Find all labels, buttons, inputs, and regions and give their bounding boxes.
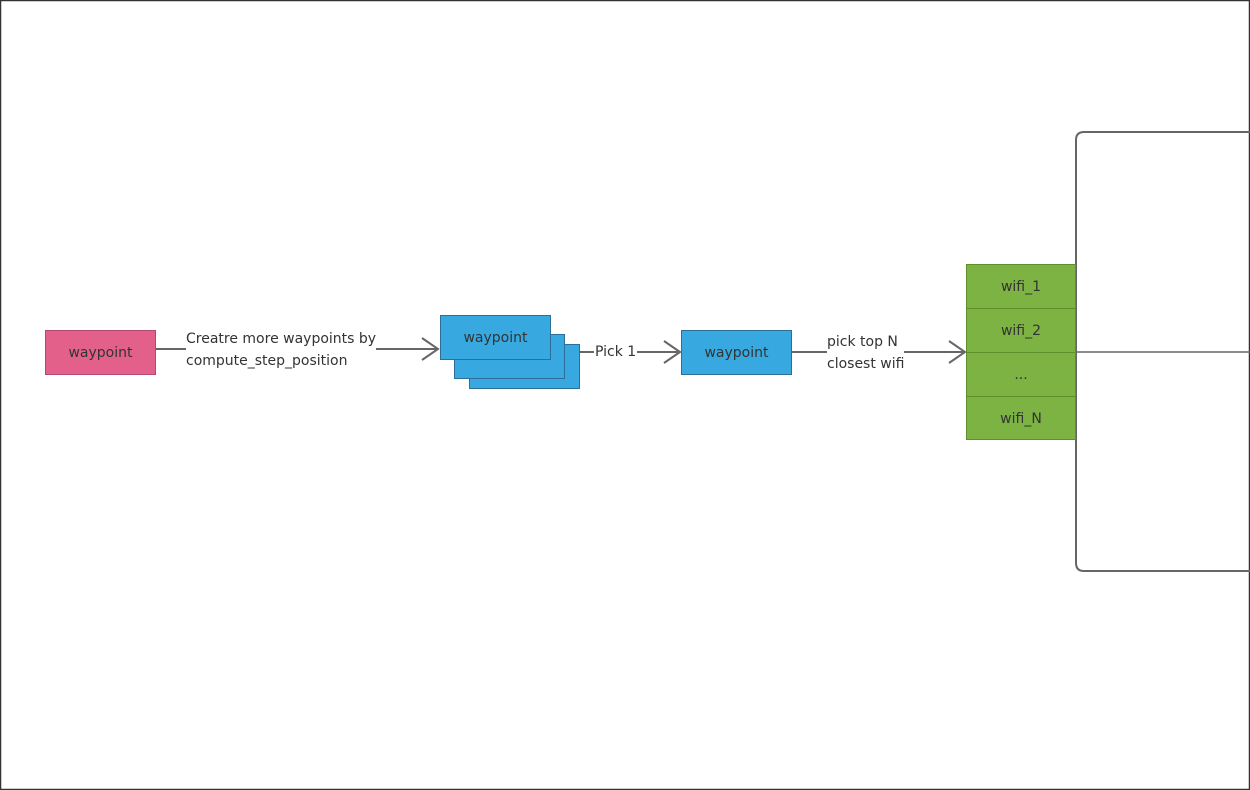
- wifi-list: wifi_1 wifi_2 ... wifi_N: [966, 264, 1076, 440]
- edge-create-arrowhead: [421, 337, 440, 361]
- wifi-item-ellipsis: ...: [967, 353, 1075, 397]
- wifi-item-1[interactable]: wifi_1: [967, 265, 1075, 309]
- edge-create-label-line2: compute_step_position: [186, 353, 348, 369]
- wifi-item-n[interactable]: wifi_N: [1000, 411, 1042, 427]
- waypoint-picked-node[interactable]: waypoint: [681, 330, 792, 375]
- edge-create-label: Creatre more waypoints by compute_step_p…: [186, 328, 377, 372]
- waypoint-start-node[interactable]: waypoint: [45, 330, 156, 375]
- edge-pick-label: Pick 1: [594, 341, 638, 363]
- waypoint-candidate-front[interactable]: waypoint: [440, 315, 551, 360]
- waypoint-candidate-label: waypoint: [463, 329, 528, 346]
- edge-create-label-line1: Creatre more waypoints by: [186, 331, 377, 347]
- edge-topn-label-line1: pick top N: [827, 334, 898, 350]
- waypoint-picked-label: waypoint: [704, 344, 769, 361]
- edge-topn-label: pick top N closest wifi: [827, 331, 905, 375]
- waypoint-start-label: waypoint: [68, 344, 133, 361]
- edge-topn-label-line2: closest wifi: [827, 356, 905, 372]
- edge-topn-arrowhead: [948, 340, 967, 364]
- edge-pick-arrowhead: [663, 340, 682, 364]
- wifi-item-2[interactable]: wifi_2: [967, 309, 1075, 353]
